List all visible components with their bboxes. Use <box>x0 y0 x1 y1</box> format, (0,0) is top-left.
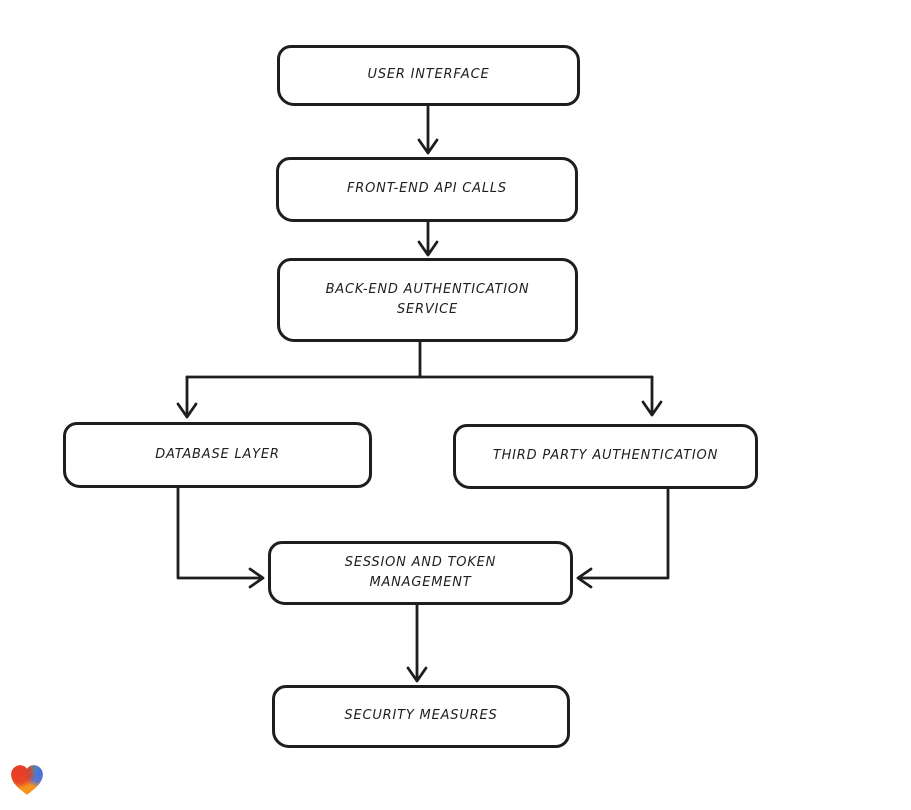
node-front-end-api-calls: FRONT-END API CALLS <box>276 157 578 222</box>
node-label: SECURITY MEASURES <box>344 708 498 724</box>
edge-third-party-authentication-to-session-and-token-management <box>576 487 670 589</box>
edge-database-layer-to-session-and-token-management <box>176 486 265 589</box>
node-label: SESSION AND TOKEN MANAGEMENT <box>344 554 497 590</box>
node-label: DATABASE LAYER <box>155 446 280 462</box>
gradient-heart-icon <box>11 765 43 795</box>
node-security-measures: SECURITY MEASURES <box>272 685 570 748</box>
node-label: BACK-END AUTHENTICATION SERVICE <box>325 281 530 317</box>
node-label: FRONT-END API CALLS <box>347 181 507 197</box>
node-back-end-authentication-service: BACK-END AUTHENTICATION SERVICE <box>277 258 578 342</box>
node-session-and-token-management: SESSION AND TOKEN MANAGEMENT <box>268 541 573 605</box>
node-label: USER INTERFACE <box>367 67 490 83</box>
node-database-layer: DATABASE LAYER <box>63 422 372 488</box>
edge-user-interface-to-front-end-api-calls <box>417 105 439 155</box>
node-third-party-authentication: THIRD PARTY AUTHENTICATION <box>453 424 758 489</box>
edge-back-end-authentication-service-branch <box>185 340 654 379</box>
edge-back-end-authentication-service-to-database-layer <box>176 375 198 419</box>
node-label: THIRD PARTY AUTHENTICATION <box>492 448 719 464</box>
node-user-interface: USER INTERFACE <box>277 45 580 106</box>
lovable-badge[interactable] <box>8 761 46 799</box>
edge-back-end-authentication-service-to-third-party-authentication <box>641 375 663 417</box>
edge-session-and-token-management-to-security-measures <box>406 603 428 683</box>
edge-front-end-api-calls-to-back-end-authentication-service <box>417 220 439 257</box>
